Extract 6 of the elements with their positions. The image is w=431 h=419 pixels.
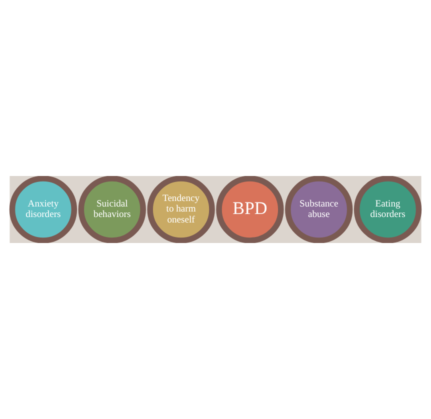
- node-circle: Tendency to harm oneself: [147, 176, 215, 243]
- node-circle: Substance abuse: [285, 176, 353, 243]
- node-circle: Eating disorders: [354, 176, 422, 243]
- node-circle: Suicidal behaviors: [78, 176, 146, 243]
- node-circle: BPD: [216, 176, 284, 243]
- node-circle: Anxiety disorders: [9, 176, 78, 243]
